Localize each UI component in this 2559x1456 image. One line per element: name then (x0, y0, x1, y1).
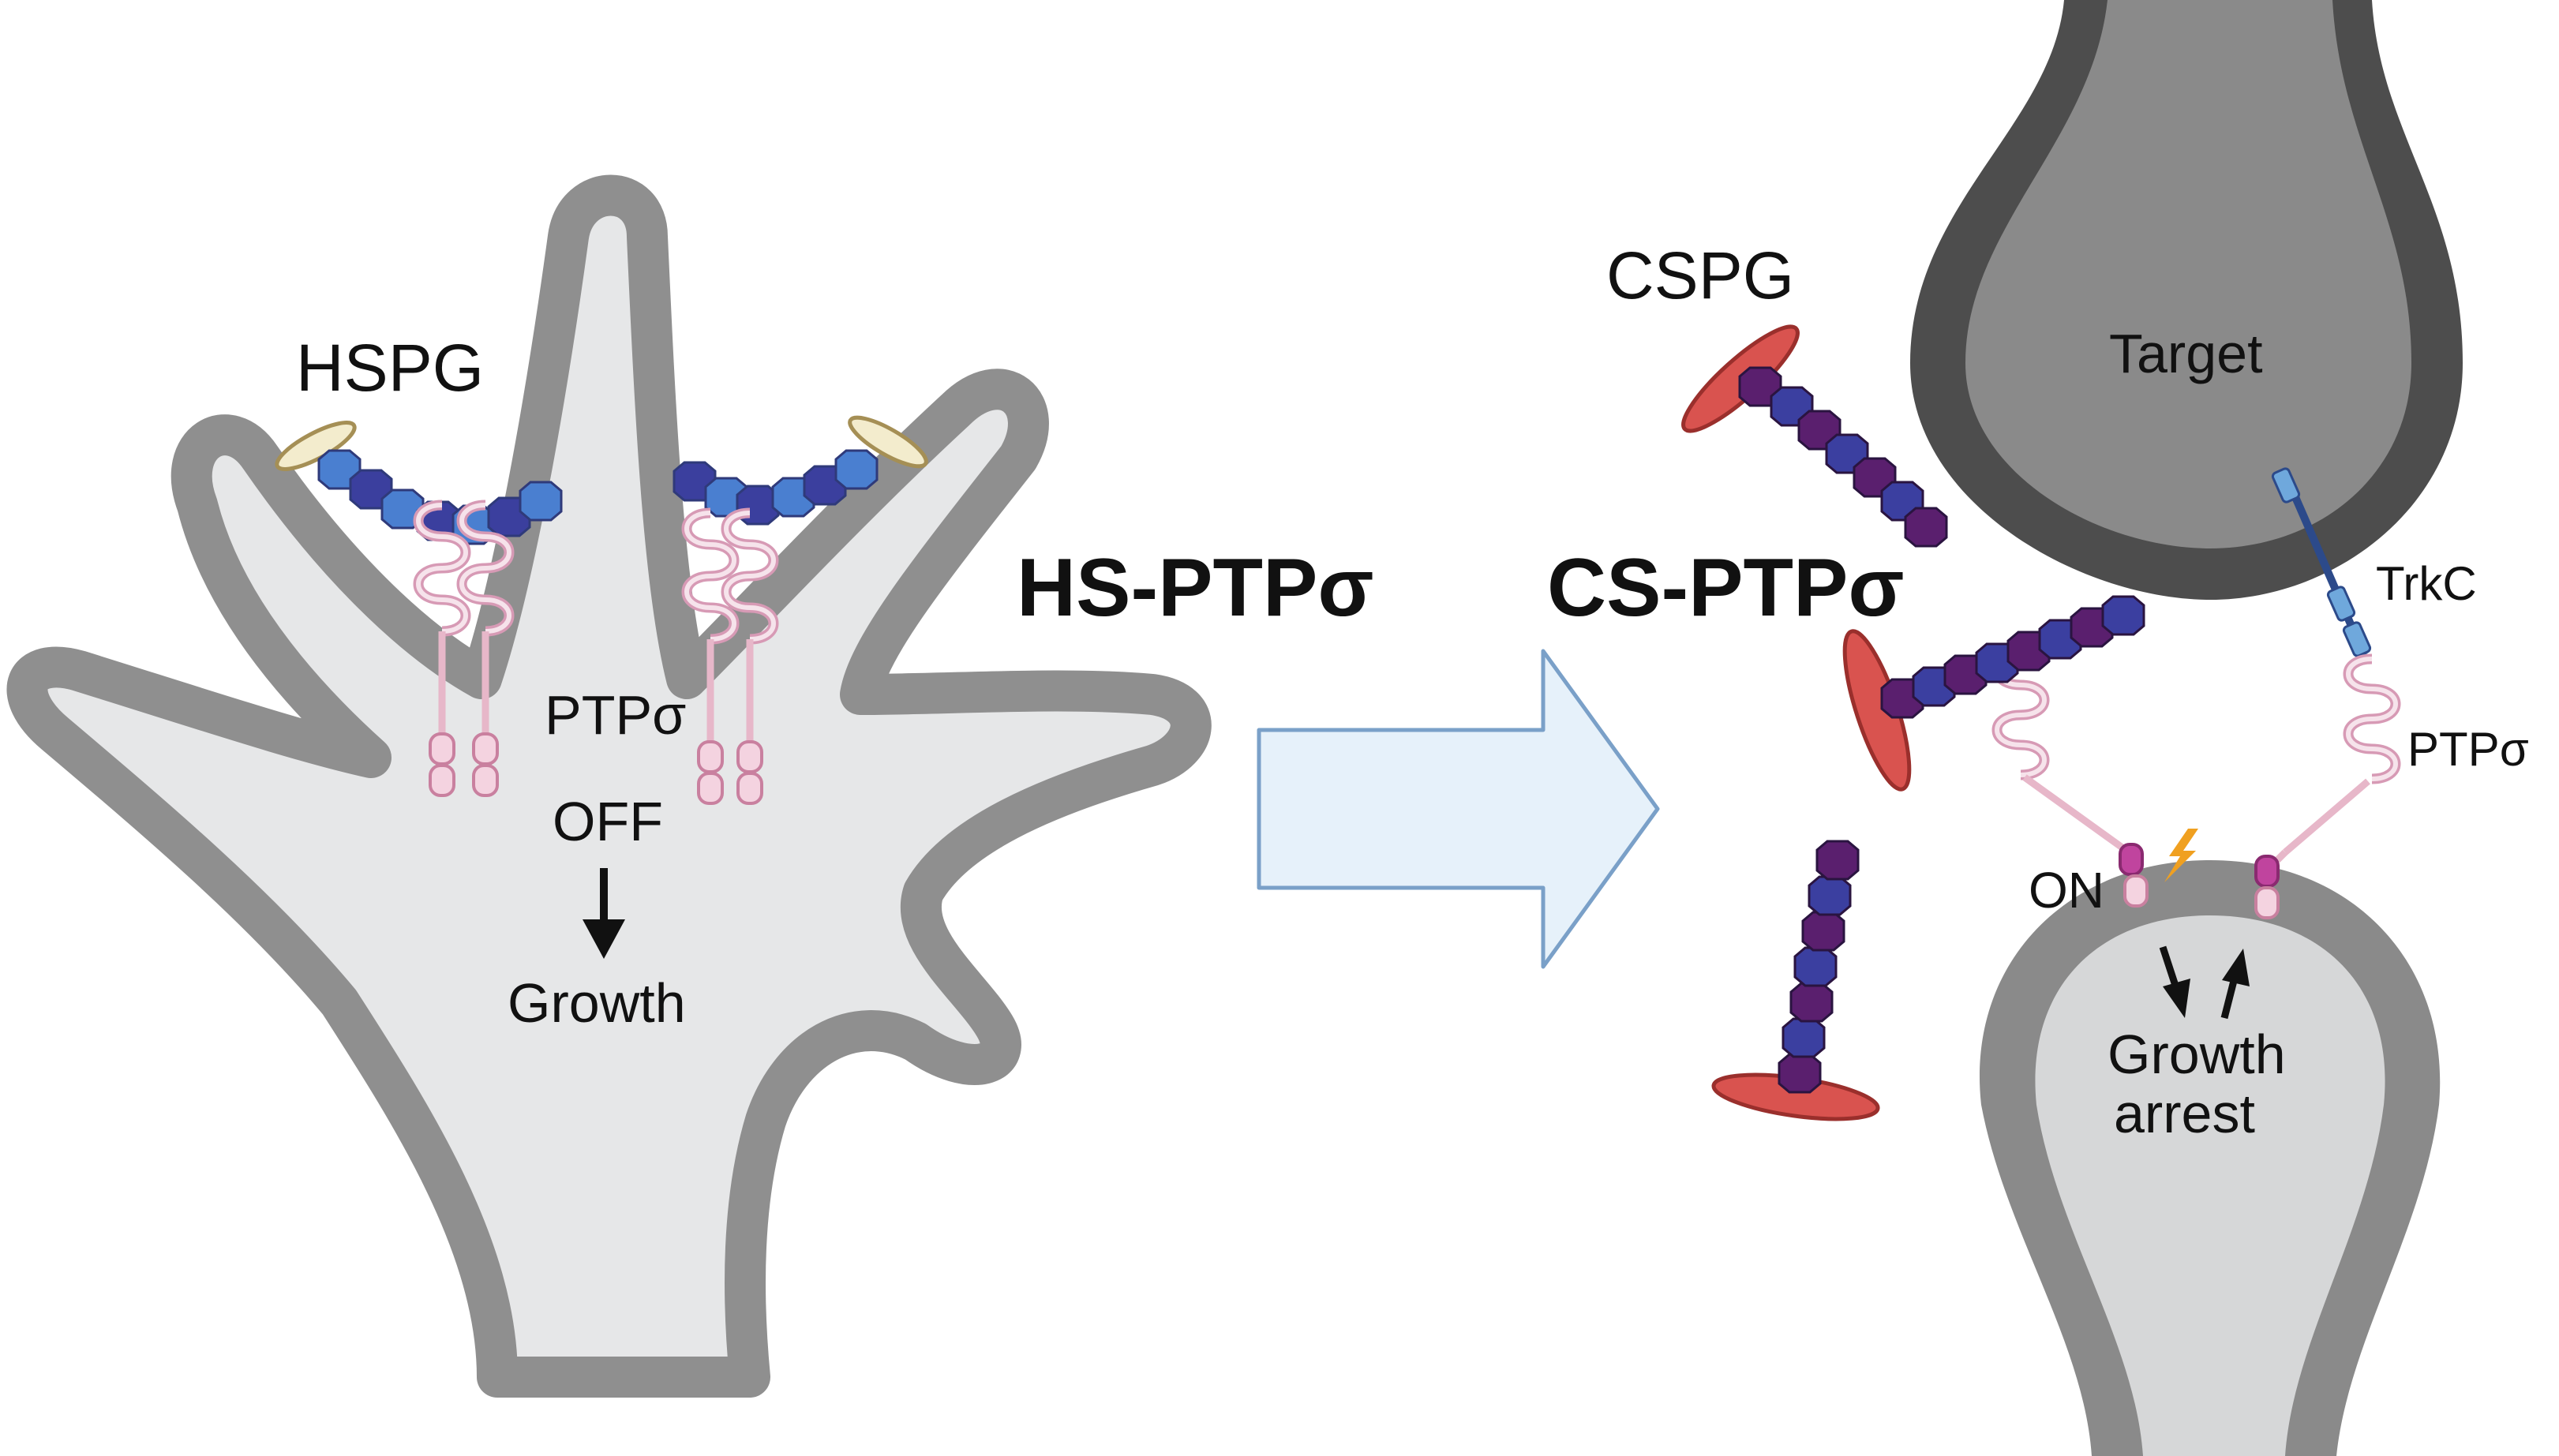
cs-ptp-title: CS-PTPσ (1547, 542, 1905, 634)
growth-arrest-label-line2: arrest (2114, 1083, 2255, 1144)
cspg-bottom (1711, 840, 1880, 1121)
target-cell (1910, 0, 2463, 600)
growth-arrest-label-line1: Growth (2108, 1024, 2286, 1085)
hspg-right (673, 415, 928, 526)
ptp-sigma-label-left: PTPσ (545, 684, 686, 746)
hspg-left (275, 421, 563, 545)
signal-down-arrow-icon (2159, 945, 2190, 1018)
hs-ptp-title: HS-PTPσ (1017, 542, 1374, 634)
target-cell-inner (1965, 0, 2411, 548)
ptp-receptor-cspg-bound (1991, 649, 2149, 908)
signal-up-arrow-icon (2220, 949, 2250, 1020)
down-arrow-icon (583, 868, 625, 959)
growth-cone-membrane (6, 174, 1212, 1398)
cspg-bound (1842, 595, 2145, 792)
on-label: ON (2029, 862, 2104, 919)
cspg-label: CSPG (1606, 238, 1794, 313)
cspg-top (1681, 324, 1948, 548)
trkc-label: TrkC (2376, 557, 2477, 610)
target-label: Target (2109, 323, 2263, 384)
growth-cone (6, 174, 1212, 1398)
growth-cone-arrested (1979, 860, 2441, 1456)
off-label: OFF (553, 791, 663, 852)
hspg-core-protein (848, 415, 928, 469)
arrested-neurite-inner (2035, 915, 2385, 1456)
ptp-sigma-label-right: PTPσ (2407, 723, 2529, 776)
cs-chain (1778, 840, 1860, 1094)
transition-arrow-icon (1257, 649, 1660, 969)
ptp-receptor-trkc-bound (2254, 653, 2401, 919)
hspg-label: HSPG (296, 331, 484, 405)
cs-chain (1880, 595, 2145, 719)
trkc-receptor (2271, 467, 2372, 657)
growth-label: Growth (508, 972, 686, 1034)
lightning-bolt-icon (2164, 829, 2198, 882)
